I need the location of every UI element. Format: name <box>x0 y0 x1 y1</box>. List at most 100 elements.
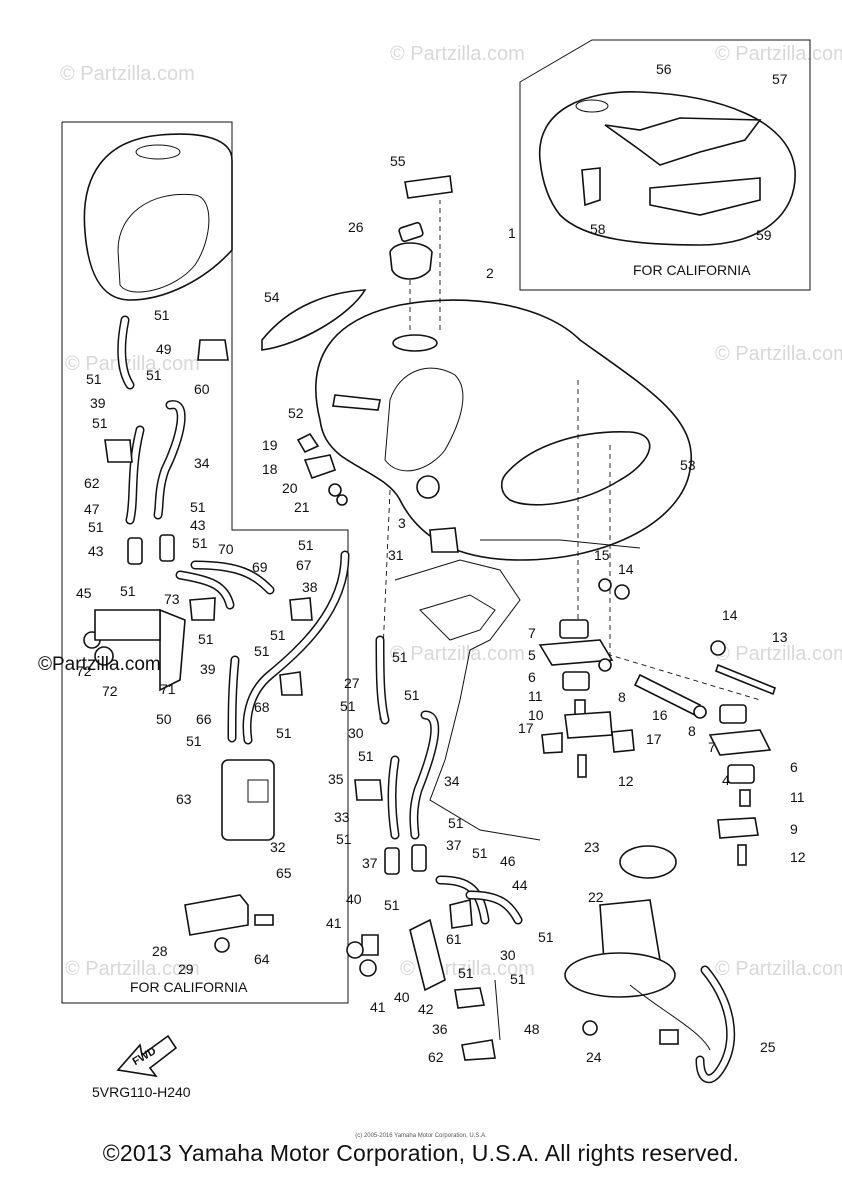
callout-70: 70 <box>218 541 234 557</box>
bolt-24 <box>582 1020 598 1036</box>
callout-42: 42 <box>418 1001 434 1017</box>
callout-51-12: 51 <box>298 537 314 553</box>
callout-10: 10 <box>528 707 544 723</box>
hose-67-inner <box>244 552 348 743</box>
callout-6: 6 <box>528 669 536 685</box>
emblem-53 <box>500 431 651 506</box>
collar-6-lower <box>727 764 755 784</box>
nut-41a <box>346 941 364 959</box>
frame-section <box>394 539 641 841</box>
frame-rail <box>480 539 641 549</box>
callout-51-20: 51 <box>448 815 464 831</box>
callout-37-2: 37 <box>446 837 462 853</box>
top-right-inset-label: FOR CALIFORNIA <box>633 262 751 278</box>
callout-39: 39 <box>90 395 106 411</box>
callout-16: 16 <box>652 707 668 723</box>
callout-51-11: 51 <box>254 643 270 659</box>
callout-23: 23 <box>584 839 600 855</box>
top-right-inset-california: FOR CALIFORNIA <box>519 39 811 291</box>
clamp-62-bottom <box>461 1039 496 1061</box>
washer-14a <box>710 640 726 656</box>
callout-9: 9 <box>790 821 798 837</box>
callout-12-2: 12 <box>790 849 806 865</box>
callout-51-25: 51 <box>510 971 526 987</box>
callout-6-2: 6 <box>790 759 798 775</box>
callout-67: 67 <box>296 557 312 573</box>
callout-11-2: 11 <box>790 789 805 805</box>
callout-7: 7 <box>528 625 536 641</box>
washer-72b <box>94 646 114 666</box>
pad-58 <box>581 167 601 207</box>
hose-33-inner <box>388 757 398 838</box>
bracket-42 <box>409 918 446 992</box>
callout-69: 69 <box>252 559 268 575</box>
washer-29 <box>214 937 230 953</box>
bolt-13 <box>715 663 776 696</box>
callout-18: 18 <box>262 461 278 477</box>
callout-24: 24 <box>586 1049 602 1065</box>
clamp-68 <box>279 671 303 696</box>
collar-6-upper <box>562 671 590 691</box>
dash-4 <box>609 445 761 701</box>
callout-17-2: 17 <box>646 731 662 747</box>
callout-36: 36 <box>432 1021 448 1037</box>
callout-51-24: 51 <box>458 965 474 981</box>
callout-28: 28 <box>152 943 168 959</box>
callout-29: 29 <box>178 961 194 977</box>
callout-51-18: 51 <box>186 733 202 749</box>
fwd-indicator: FWD <box>116 1034 178 1078</box>
callout-20: 20 <box>282 480 298 496</box>
callout-65: 65 <box>276 865 292 881</box>
callout-61: 61 <box>446 931 462 947</box>
damper-17b <box>611 729 635 753</box>
callout-43-2: 43 <box>190 517 206 533</box>
callout-51-15: 51 <box>404 687 420 703</box>
diagram-code: 5VRG110-H240 <box>92 1084 191 1100</box>
damper-7-upper <box>559 619 589 639</box>
callout-40-2: 40 <box>394 989 410 1005</box>
callout-38: 38 <box>302 579 318 595</box>
label-55 <box>404 175 453 199</box>
pad-59 <box>649 177 761 216</box>
callout-50: 50 <box>156 711 172 727</box>
callout-4: 4 <box>722 772 730 788</box>
hose-69-inner <box>192 562 273 593</box>
fuel-pump-assembly <box>564 845 736 1084</box>
callout-49: 49 <box>156 341 172 357</box>
callout-62-2: 62 <box>428 1049 444 1065</box>
damper-15 <box>598 578 612 592</box>
pump-flange <box>564 952 676 998</box>
callout-46: 46 <box>500 853 516 869</box>
callout-51-7: 51 <box>192 535 208 551</box>
damper-19 <box>296 432 320 454</box>
callout-51-16: 51 <box>358 748 374 764</box>
left-inset-california: FOR CALIFORNIA <box>61 121 350 1004</box>
joint-37-left <box>384 847 400 875</box>
key-26 <box>398 221 424 243</box>
pump-wire <box>629 984 711 1051</box>
callout-64: 64 <box>254 951 270 967</box>
callout-51-9: 51 <box>198 631 214 647</box>
callout-5: 5 <box>528 647 536 663</box>
left-inset-label: FOR CALIFORNIA <box>130 979 248 995</box>
hose-48 <box>494 979 501 1041</box>
fuel-cap-26 <box>389 242 433 280</box>
center-hoses <box>346 527 523 1061</box>
canister-port <box>247 779 269 803</box>
clamp-38 <box>289 597 313 621</box>
callout-55: 55 <box>390 153 406 169</box>
callout-66: 66 <box>196 711 212 727</box>
watermark-8: © Partzilla.com <box>715 643 842 665</box>
callout-51-17: 51 <box>276 725 292 741</box>
callout-19: 19 <box>262 437 278 453</box>
hose-34-center-inner <box>410 712 438 838</box>
callout-73: 73 <box>164 591 180 607</box>
callout-51-10: 51 <box>270 627 286 643</box>
callout-3: 3 <box>398 515 406 531</box>
clamp-31 <box>429 527 459 553</box>
callout-51-6: 51 <box>190 499 206 515</box>
bracket-10 <box>564 711 613 739</box>
watermark-2: © Partzilla.com <box>390 43 525 65</box>
callout-13: 13 <box>772 629 788 645</box>
hose-70-inner <box>177 572 233 608</box>
